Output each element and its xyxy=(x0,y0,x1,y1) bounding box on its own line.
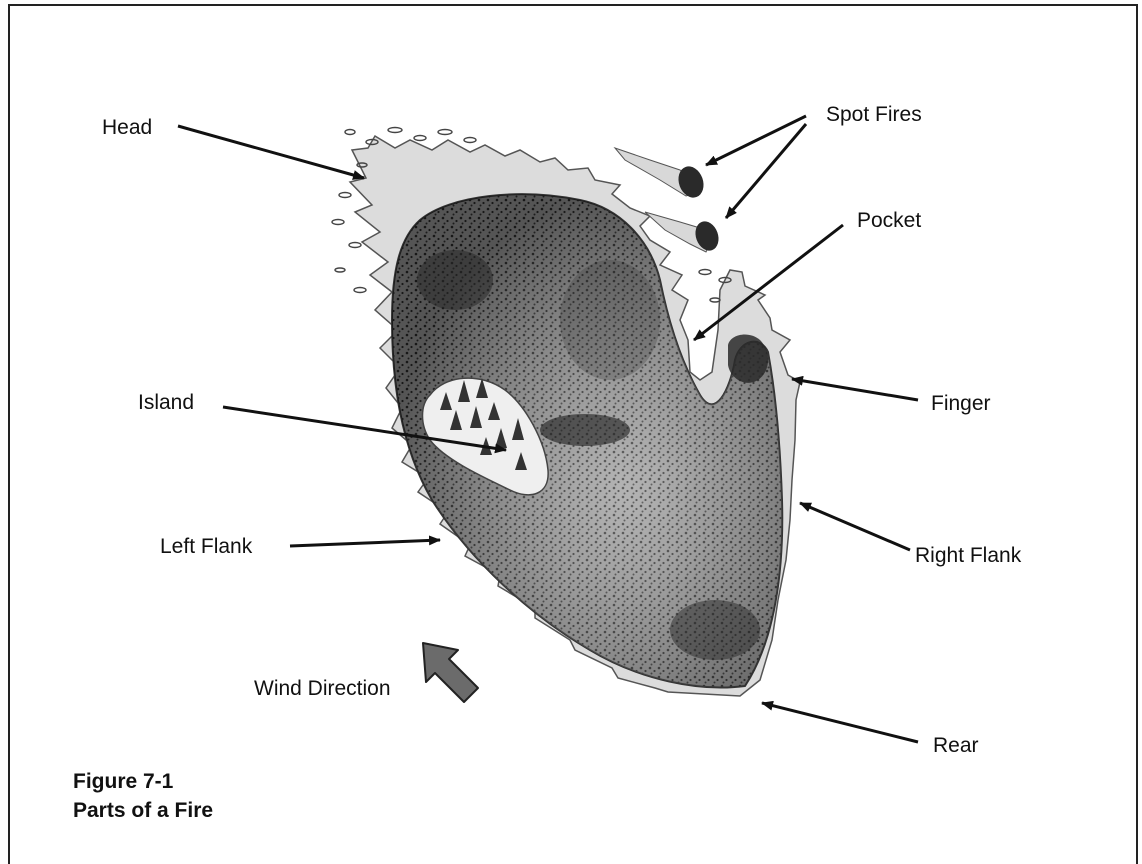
finger-arrow xyxy=(792,379,918,400)
burned-patch xyxy=(417,250,493,310)
burned-patch xyxy=(670,600,760,660)
spot-fires-arrow-2 xyxy=(726,124,806,218)
burned-patch xyxy=(560,260,660,380)
rear-arrow xyxy=(762,703,918,742)
spot-fire xyxy=(615,148,708,201)
figure-title: Parts of a Fire xyxy=(73,800,213,821)
figure-number: Figure 7-1 xyxy=(73,771,173,792)
label-wind-direction: Wind Direction xyxy=(254,678,391,699)
label-left-flank: Left Flank xyxy=(160,536,252,557)
label-head: Head xyxy=(102,117,152,138)
burned-patch xyxy=(540,414,630,446)
right-flank-arrow xyxy=(800,503,910,550)
head-arrow xyxy=(178,126,364,178)
label-finger: Finger xyxy=(931,393,991,414)
label-right-flank: Right Flank xyxy=(915,545,1021,566)
left-flank-arrow xyxy=(290,540,440,546)
wind-direction-arrow xyxy=(423,643,478,702)
label-rear: Rear xyxy=(933,735,979,756)
label-island: Island xyxy=(138,392,194,413)
label-pocket: Pocket xyxy=(857,210,921,231)
label-spot-fires: Spot Fires xyxy=(826,104,922,125)
